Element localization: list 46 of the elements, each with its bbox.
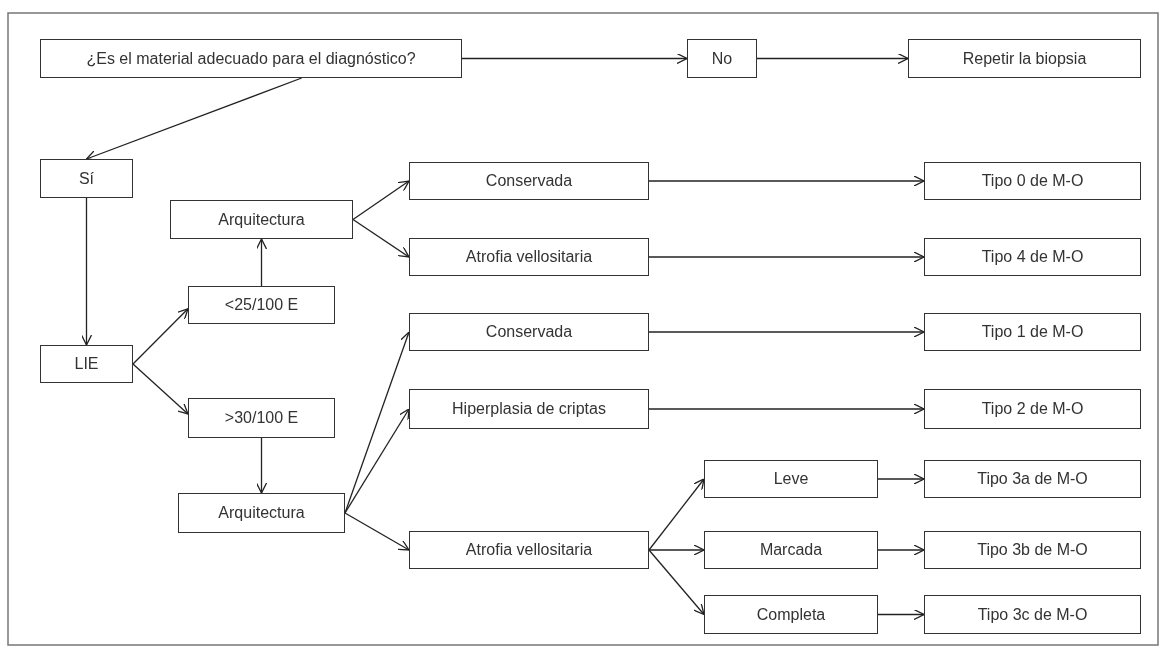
process-box: <25/100 E bbox=[188, 286, 335, 324]
process-box: LIE bbox=[40, 345, 133, 383]
process-box: Tipo 4 de M-O bbox=[924, 238, 1141, 276]
process-box: Marcada bbox=[704, 531, 878, 569]
process-box: No bbox=[687, 39, 757, 78]
arrow bbox=[648, 549, 705, 616]
arrow bbox=[756, 52, 909, 65]
arrow bbox=[648, 544, 705, 556]
process-box: Tipo 3b de M-O bbox=[924, 531, 1141, 569]
arrow bbox=[255, 437, 268, 494]
arrow bbox=[85, 77, 303, 161]
arrow bbox=[648, 326, 925, 338]
process-box: Arquitectura bbox=[170, 200, 353, 239]
process-box: Hiperplasia de criptas bbox=[409, 389, 649, 429]
process-box: Tipo 3c de M-O bbox=[924, 595, 1141, 634]
arrow bbox=[352, 180, 410, 221]
arrow bbox=[648, 403, 925, 415]
process-box: Sí bbox=[40, 159, 133, 198]
arrow bbox=[352, 218, 410, 258]
arrow bbox=[877, 544, 925, 556]
process-box: Tipo 0 de M-O bbox=[924, 162, 1141, 200]
arrow bbox=[877, 473, 925, 485]
process-box: Repetir la biopsia bbox=[908, 39, 1141, 78]
arrow bbox=[344, 408, 410, 514]
process-box: Atrofia vellositaria bbox=[409, 531, 649, 569]
arrow bbox=[132, 363, 189, 415]
process-box: ¿Es el material adecuado para el diagnóstico? bbox=[40, 39, 462, 78]
arrow bbox=[648, 175, 925, 187]
arrow bbox=[80, 197, 93, 346]
arrow bbox=[461, 52, 688, 65]
arrow bbox=[877, 608, 925, 621]
process-box: >30/100 E bbox=[188, 398, 335, 438]
process-box: Conservada bbox=[409, 162, 649, 200]
process-box: Conservada bbox=[409, 313, 649, 351]
process-box: Completa bbox=[704, 595, 878, 634]
process-box: Arquitectura bbox=[178, 493, 345, 533]
process-box: Tipo 3a de M-O bbox=[924, 460, 1141, 498]
arrow bbox=[344, 512, 410, 551]
arrow bbox=[255, 238, 268, 287]
process-box: Tipo 2 de M-O bbox=[924, 389, 1141, 429]
arrow bbox=[132, 308, 189, 365]
arrow bbox=[648, 251, 925, 263]
process-box: Leve bbox=[704, 460, 878, 498]
process-box: Atrofia vellositaria bbox=[409, 238, 649, 276]
arrow bbox=[648, 478, 705, 551]
process-box: Tipo 1 de M-O bbox=[924, 313, 1141, 351]
